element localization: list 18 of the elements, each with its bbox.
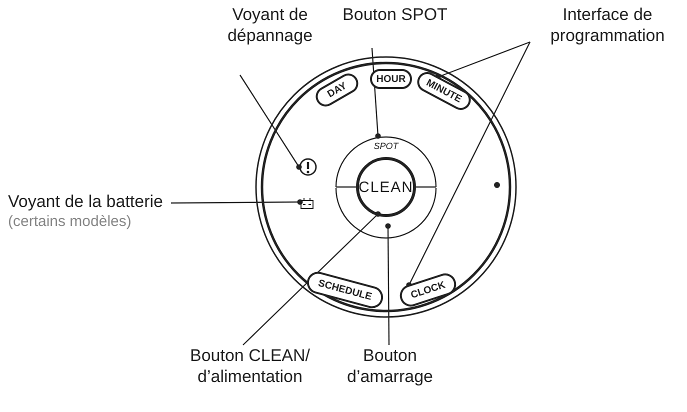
leader-line [435, 41, 530, 80]
callout-text: Bouton SPOT [342, 4, 448, 25]
leader-line [385, 223, 391, 345]
battery-icon [300, 196, 314, 207]
leader-line [242, 211, 381, 346]
callout-text: Voyant de dépannage [226, 4, 314, 46]
callout-text: Bouton CLEAN/ d’alimentation [188, 345, 311, 387]
callout-text: Interface de programmation [549, 4, 666, 46]
panel-button: HOUR [370, 69, 412, 89]
panel-button: CLOCK [397, 270, 459, 310]
warning-icon [299, 158, 317, 176]
leader-line [240, 74, 302, 170]
leader-line [171, 199, 303, 205]
note-text: (certains modèles) [8, 212, 132, 232]
callout-text: Bouton d’amarrage [346, 345, 434, 387]
clean-button: CLEAN [356, 157, 416, 217]
leader-line [406, 42, 531, 288]
callout-text: Voyant de la batterie [8, 191, 164, 212]
